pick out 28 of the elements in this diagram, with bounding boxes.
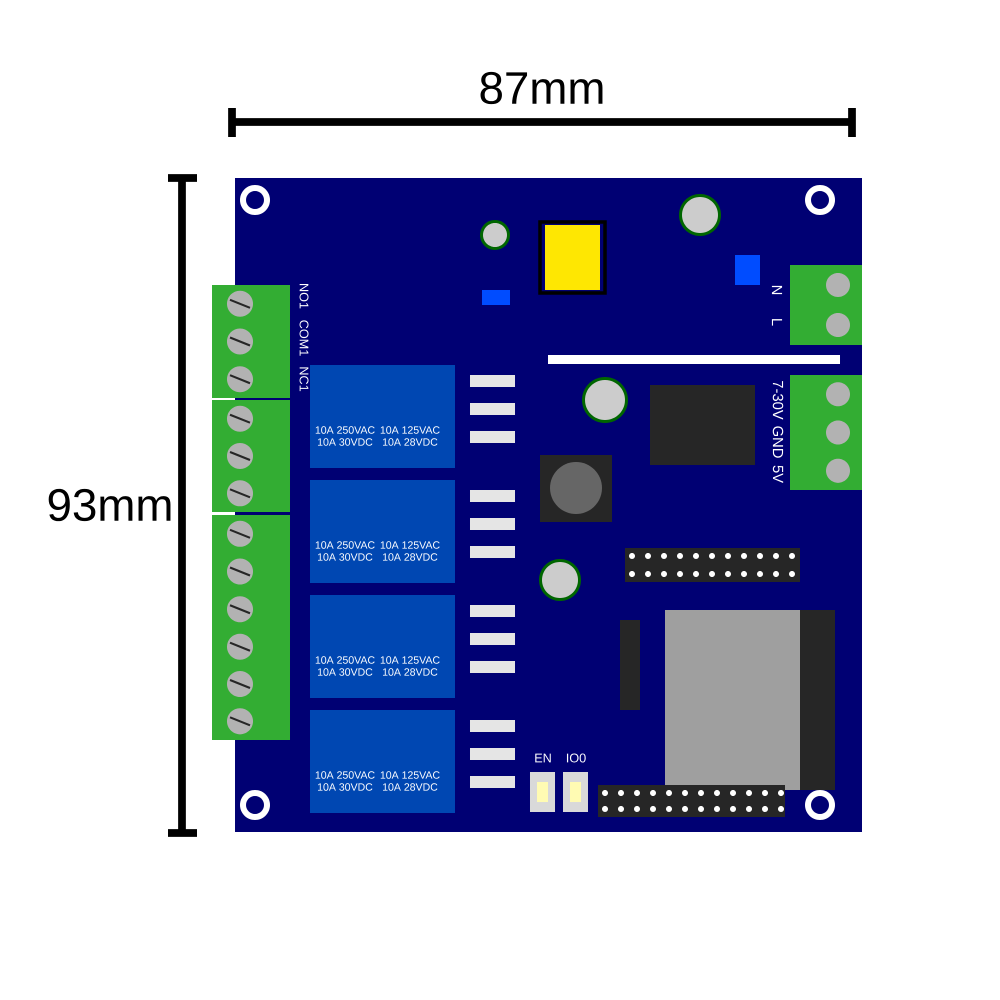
button-label: IO0 bbox=[566, 754, 586, 762]
relay-rating: 10A 125VAC bbox=[380, 426, 440, 434]
relay-rating: 10A 28VDC bbox=[383, 553, 438, 561]
dimension-label: 93mm bbox=[48, 488, 170, 522]
relay-rating: 10A 125VAC bbox=[380, 541, 440, 549]
relay-rating: 10A 250VAC bbox=[316, 541, 375, 549]
relay-rating: 10A 30VDC bbox=[318, 438, 372, 446]
terminal-label: N bbox=[772, 286, 782, 294]
relay-rating: 10A 125VAC bbox=[380, 771, 440, 779]
dimension-label: 87mm bbox=[480, 72, 602, 104]
relay-rating: 10A 30VDC bbox=[318, 783, 372, 791]
terminal-label: NO1 bbox=[300, 284, 309, 308]
terminal-label: NC1 bbox=[300, 367, 309, 392]
relay-rating: 10A 30VDC bbox=[318, 553, 372, 561]
relay-rating: 10A 30VDC bbox=[318, 668, 372, 676]
terminal-label: GND bbox=[772, 426, 784, 458]
terminal-label: 7-30V bbox=[772, 381, 784, 420]
relay-rating: 10A 250VAC bbox=[316, 426, 375, 434]
terminal-label: 5V bbox=[772, 466, 784, 483]
terminal-label: COM1 bbox=[300, 320, 309, 356]
relay-rating: 10A 28VDC bbox=[383, 438, 438, 446]
button-label: EN bbox=[535, 754, 551, 762]
terminal-label: L bbox=[772, 319, 782, 326]
relay-rating: 10A 28VDC bbox=[383, 668, 438, 676]
relay-rating: 10A 125VAC bbox=[380, 656, 440, 664]
relay-rating: 10A 28VDC bbox=[383, 783, 438, 791]
relay-rating: 10A 250VAC bbox=[316, 656, 375, 664]
relay-rating: 10A 250VAC bbox=[316, 771, 375, 779]
